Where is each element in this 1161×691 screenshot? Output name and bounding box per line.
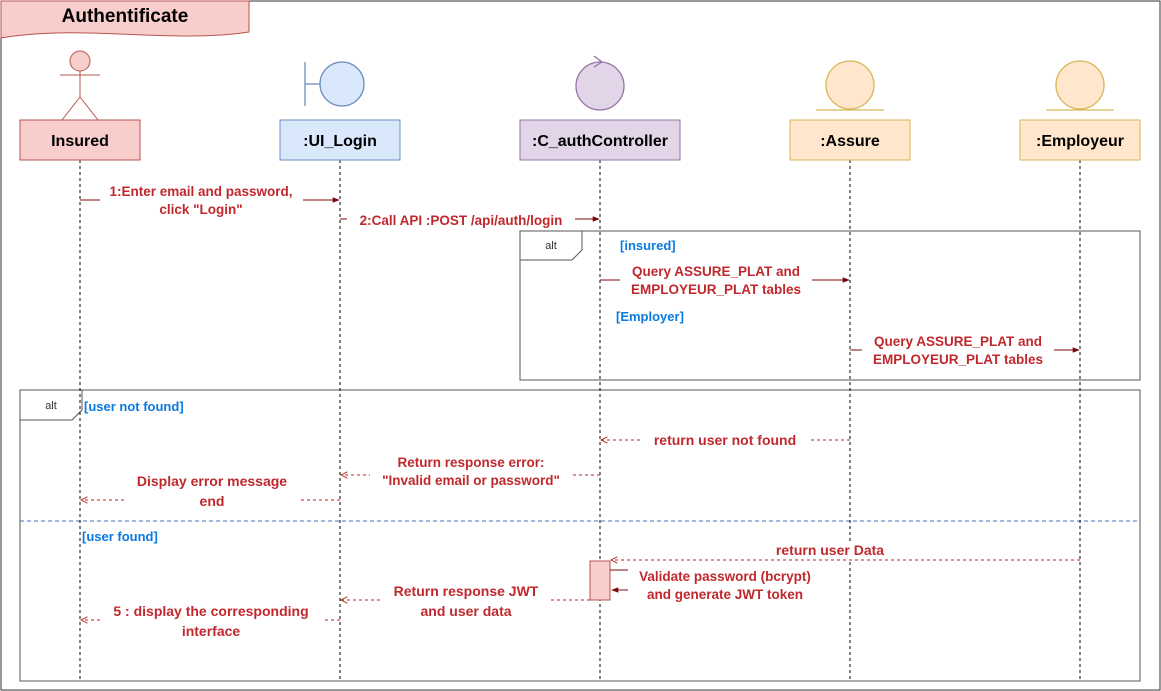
message-4: Query ASSURE_PLAT and EMPLOYEUR_PLAT tab… (850, 332, 1080, 369)
message-label-line-2: EMPLOYEUR_PLAT tables (631, 282, 801, 297)
diagram-title: Authentificate (0, 0, 250, 39)
message-label-line-1: Query ASSURE_PLAT and (632, 264, 800, 279)
participant-assure: :Assure (789, 60, 911, 161)
guard-employer: [Employer] (616, 309, 684, 324)
participant-label: :Employeur (1036, 133, 1124, 150)
alt-label: alt (45, 400, 57, 412)
message-label-line-2: EMPLOYEUR_PLAT tables (873, 352, 1043, 367)
alt-label: alt (545, 240, 557, 252)
participant-label: Insured (51, 133, 109, 150)
message-label-line-1: Return response JWT (394, 583, 539, 599)
participant-insured: Insured (19, 50, 141, 161)
alt-fragment-1: alt [insured] [Employer] (519, 230, 1141, 381)
activation-bar (589, 560, 611, 601)
actor-icon (60, 50, 100, 121)
alt-fragment-2: alt [user not found] [user found] (19, 389, 1141, 682)
message-label: return user Data (776, 542, 884, 558)
message-label-line-1: Query ASSURE_PLAT and (874, 334, 1042, 349)
message-label: return user not found (654, 432, 796, 448)
control-icon (575, 55, 625, 111)
message-3: Query ASSURE_PLAT and EMPLOYEUR_PLAT tab… (600, 262, 850, 299)
message-label-line-2: interface (182, 623, 241, 639)
diagram-title-text: Authentificate (62, 6, 189, 27)
participant-label: :Assure (820, 133, 880, 150)
message-10: Return response JWT and user data (341, 580, 590, 620)
message-label-line-1: Return response error: (397, 455, 544, 470)
guard-user-found: [user found] (82, 529, 158, 544)
message-1: 1:Enter email and password, click "Login… (80, 182, 340, 219)
message-label-line-2: "Invalid email or password" (382, 473, 560, 488)
message-7: Display error message end (81, 471, 340, 511)
guard-user-not-found: [user not found] (84, 399, 184, 414)
entity-icon (1046, 60, 1114, 111)
message-label-line-1: Validate password (bcrypt) (639, 569, 811, 584)
participant-label: :UI_Login (303, 133, 377, 150)
message-5: return user not found (601, 431, 850, 449)
participant-label: :C_authController (532, 133, 668, 150)
participant-controller: :C_authController (519, 55, 681, 161)
message-label-line-2: and user data (420, 603, 511, 619)
guard-insured: [insured] (620, 238, 676, 253)
message-8: return user Data (611, 541, 1080, 560)
message-2: 2:Call API :POST /api/auth/login (340, 211, 600, 228)
message-9: Validate password (bcrypt) and generate … (610, 567, 822, 604)
message-label-line-1: Display error message (137, 473, 287, 489)
message-label: 2:Call API :POST /api/auth/login (360, 213, 563, 228)
participant-ui-login: :UI_Login (279, 61, 401, 161)
message-label-line-1: 1:Enter email and password, (109, 184, 292, 199)
entity-icon (816, 60, 884, 111)
message-label-line-2: end (200, 493, 225, 509)
message-label-line-2: and generate JWT token (647, 587, 803, 602)
participant-employeur: :Employeur (1019, 60, 1141, 161)
message-label-line-1: 5 : display the corresponding (113, 603, 308, 619)
message-label-line-2: click "Login" (159, 202, 242, 217)
boundary-icon (304, 61, 365, 107)
message-6: Return response error: "Invalid email or… (341, 454, 600, 490)
message-11: 5 : display the corresponding interface (81, 601, 340, 641)
